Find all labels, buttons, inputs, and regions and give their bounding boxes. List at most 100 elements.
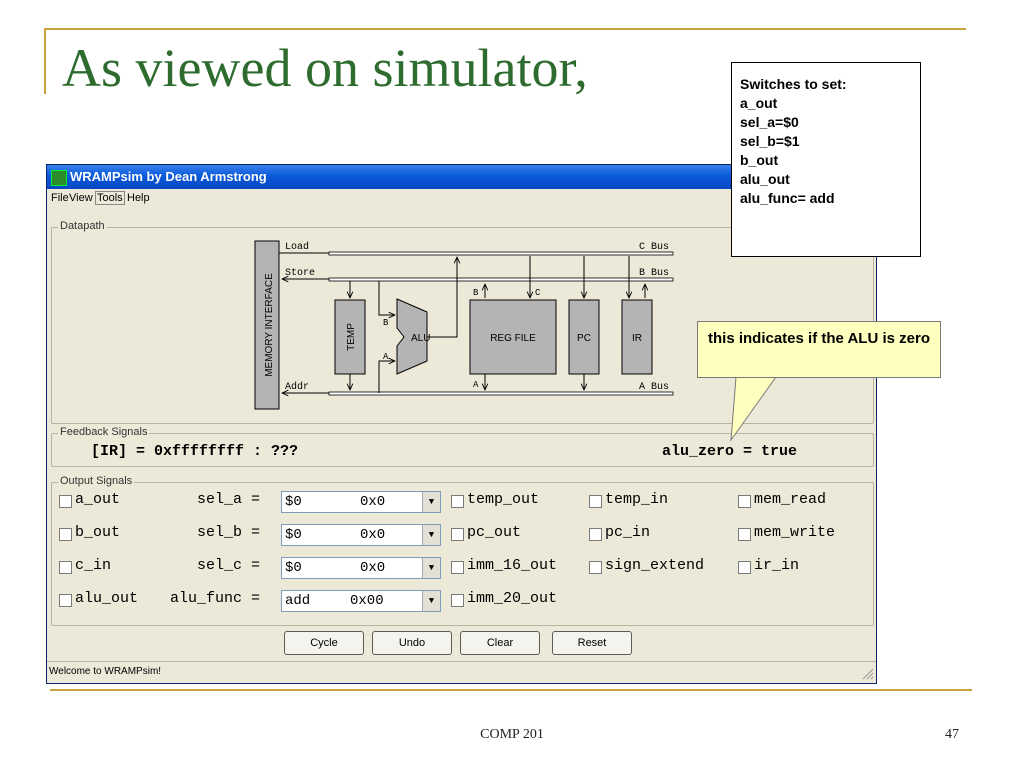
chevron-down-icon[interactable]: ▼ — [422, 591, 440, 611]
addr-label: Addr — [285, 381, 309, 393]
title-rule-top — [46, 28, 966, 30]
callout-pointer — [730, 376, 777, 442]
alu-func-select[interactable]: add 0x00 ▼ — [281, 590, 441, 612]
feedback-label: Feedback Signals — [58, 426, 150, 438]
temp-in-label: temp_in — [605, 491, 669, 508]
alu-func-hex: 0x00 — [350, 593, 384, 609]
reg-file-block — [469, 299, 557, 375]
sel-b-select[interactable]: $0 0x0 ▼ — [281, 524, 441, 546]
ir-block — [621, 299, 653, 375]
b-out-checkbox[interactable] — [59, 528, 72, 541]
datapath-label: Datapath — [58, 220, 107, 232]
output-signals-label: Output Signals — [58, 475, 135, 487]
window-title: WRAMPsim by Dean Armstrong — [70, 169, 267, 184]
load-label: Load — [285, 241, 309, 253]
sel-c-label: sel_c = — [197, 557, 261, 574]
a-bus-label: A Bus — [639, 382, 669, 393]
menu-tools[interactable]: Tools — [95, 191, 125, 205]
pc-block — [568, 299, 600, 375]
footer-rule — [50, 689, 972, 691]
switches-callout: Switches to set: a_out sel_a=$0 sel_b=$1… — [731, 62, 921, 257]
sel-b-hex: 0x0 — [360, 527, 386, 543]
menu-file[interactable]: File — [51, 192, 69, 204]
footer-course: COMP 201 — [480, 727, 544, 742]
a-out-label: a_out — [75, 491, 121, 508]
imm-20-out-label: imm_20_out — [467, 590, 558, 607]
undo-button[interactable]: Undo — [372, 631, 452, 655]
switches-line: sel_b=$1 — [740, 133, 800, 149]
temp-in-checkbox[interactable] — [589, 495, 602, 508]
alu-a-port: A — [383, 352, 389, 362]
status-divider — [47, 661, 876, 662]
c-in-checkbox[interactable] — [59, 561, 72, 574]
sel-c-reg: $0 — [285, 560, 302, 576]
store-label: Store — [285, 268, 315, 279]
a-out-checkbox[interactable] — [59, 495, 72, 508]
alu-zero-feedback: alu_zero = true — [662, 443, 798, 460]
resize-grip-icon[interactable] — [861, 667, 874, 680]
menu-help[interactable]: Help — [127, 192, 150, 204]
imm-16-out-label: imm_16_out — [467, 557, 558, 574]
sel-b-label: sel_b = — [197, 524, 261, 541]
ir-in-checkbox[interactable] — [738, 561, 751, 574]
a-bus-line — [328, 391, 674, 396]
c-bus-line — [328, 251, 674, 256]
temp-out-checkbox[interactable] — [451, 495, 464, 508]
imm-16-out-checkbox[interactable] — [451, 561, 464, 574]
pc-in-checkbox[interactable] — [589, 528, 602, 541]
alu-a-input — [378, 361, 395, 393]
b-bus-label: B Bus — [639, 268, 669, 279]
output-signals-group: Output Signals — [51, 475, 874, 626]
status-bar: Welcome to WRAMPsim! — [49, 666, 162, 677]
switches-line: alu_func= add — [740, 190, 835, 206]
pc-out-checkbox[interactable] — [451, 528, 464, 541]
sel-a-reg: $0 — [285, 494, 302, 510]
sign-extend-checkbox[interactable] — [589, 561, 602, 574]
mem-read-checkbox[interactable] — [738, 495, 751, 508]
chevron-down-icon[interactable]: ▼ — [422, 492, 440, 512]
chevron-down-icon[interactable]: ▼ — [422, 525, 440, 545]
cycle-button[interactable]: Cycle — [284, 631, 364, 655]
alu-func-op: add — [285, 593, 311, 609]
alu-block — [396, 298, 428, 375]
alu-out-label: alu_out — [75, 590, 139, 607]
sel-c-select[interactable]: $0 0x0 ▼ — [281, 557, 441, 579]
sel-a-select[interactable]: $0 0x0 ▼ — [281, 491, 441, 513]
alu-b-input — [378, 281, 395, 315]
sel-c-hex: 0x0 — [360, 560, 386, 576]
ir-in-label: ir_in — [754, 557, 800, 574]
temp-label: TEMP — [346, 323, 357, 351]
switches-line: Switches to set: — [740, 76, 847, 92]
sign-extend-label: sign_extend — [605, 557, 705, 574]
sel-a-hex: 0x0 — [360, 494, 386, 510]
slide-title: As viewed on simulator, — [62, 38, 588, 98]
datapath-diagram: MEMORY INTERFACE Load Store Addr C Bus B… — [254, 240, 674, 410]
imm-20-out-checkbox[interactable] — [451, 594, 464, 607]
pc-in-label: pc_in — [605, 524, 651, 541]
clear-button[interactable]: Clear — [460, 631, 540, 655]
mem-write-checkbox[interactable] — [738, 528, 751, 541]
reg-c-port: C — [535, 288, 541, 298]
switches-line: a_out — [740, 95, 778, 111]
feedback-group: Feedback Signals — [51, 426, 874, 467]
memory-interface-block — [254, 240, 280, 410]
alu-label: ALU — [411, 333, 430, 344]
sel-a-label: sel_a = — [197, 491, 261, 508]
switches-line: sel_a=$0 — [740, 114, 799, 130]
app-icon — [51, 170, 67, 186]
reset-button[interactable]: Reset — [552, 631, 632, 655]
alu-output-line — [427, 257, 457, 338]
alu-b-port: B — [383, 318, 389, 328]
reg-b-port: B — [473, 288, 479, 298]
alu-out-checkbox[interactable] — [59, 594, 72, 607]
ir-feedback: [IR] = 0xffffffff : ??? — [91, 443, 299, 460]
pc-label: PC — [577, 333, 591, 344]
menu-view[interactable]: View — [69, 192, 93, 204]
title-rule-left — [44, 28, 46, 94]
switches-line: b_out — [740, 152, 779, 168]
pc-out-label: pc_out — [467, 524, 522, 541]
ir-label: IR — [632, 333, 642, 344]
datapath-group: Datapath — [51, 220, 874, 424]
chevron-down-icon[interactable]: ▼ — [422, 558, 440, 578]
mem-read-label: mem_read — [754, 491, 827, 508]
